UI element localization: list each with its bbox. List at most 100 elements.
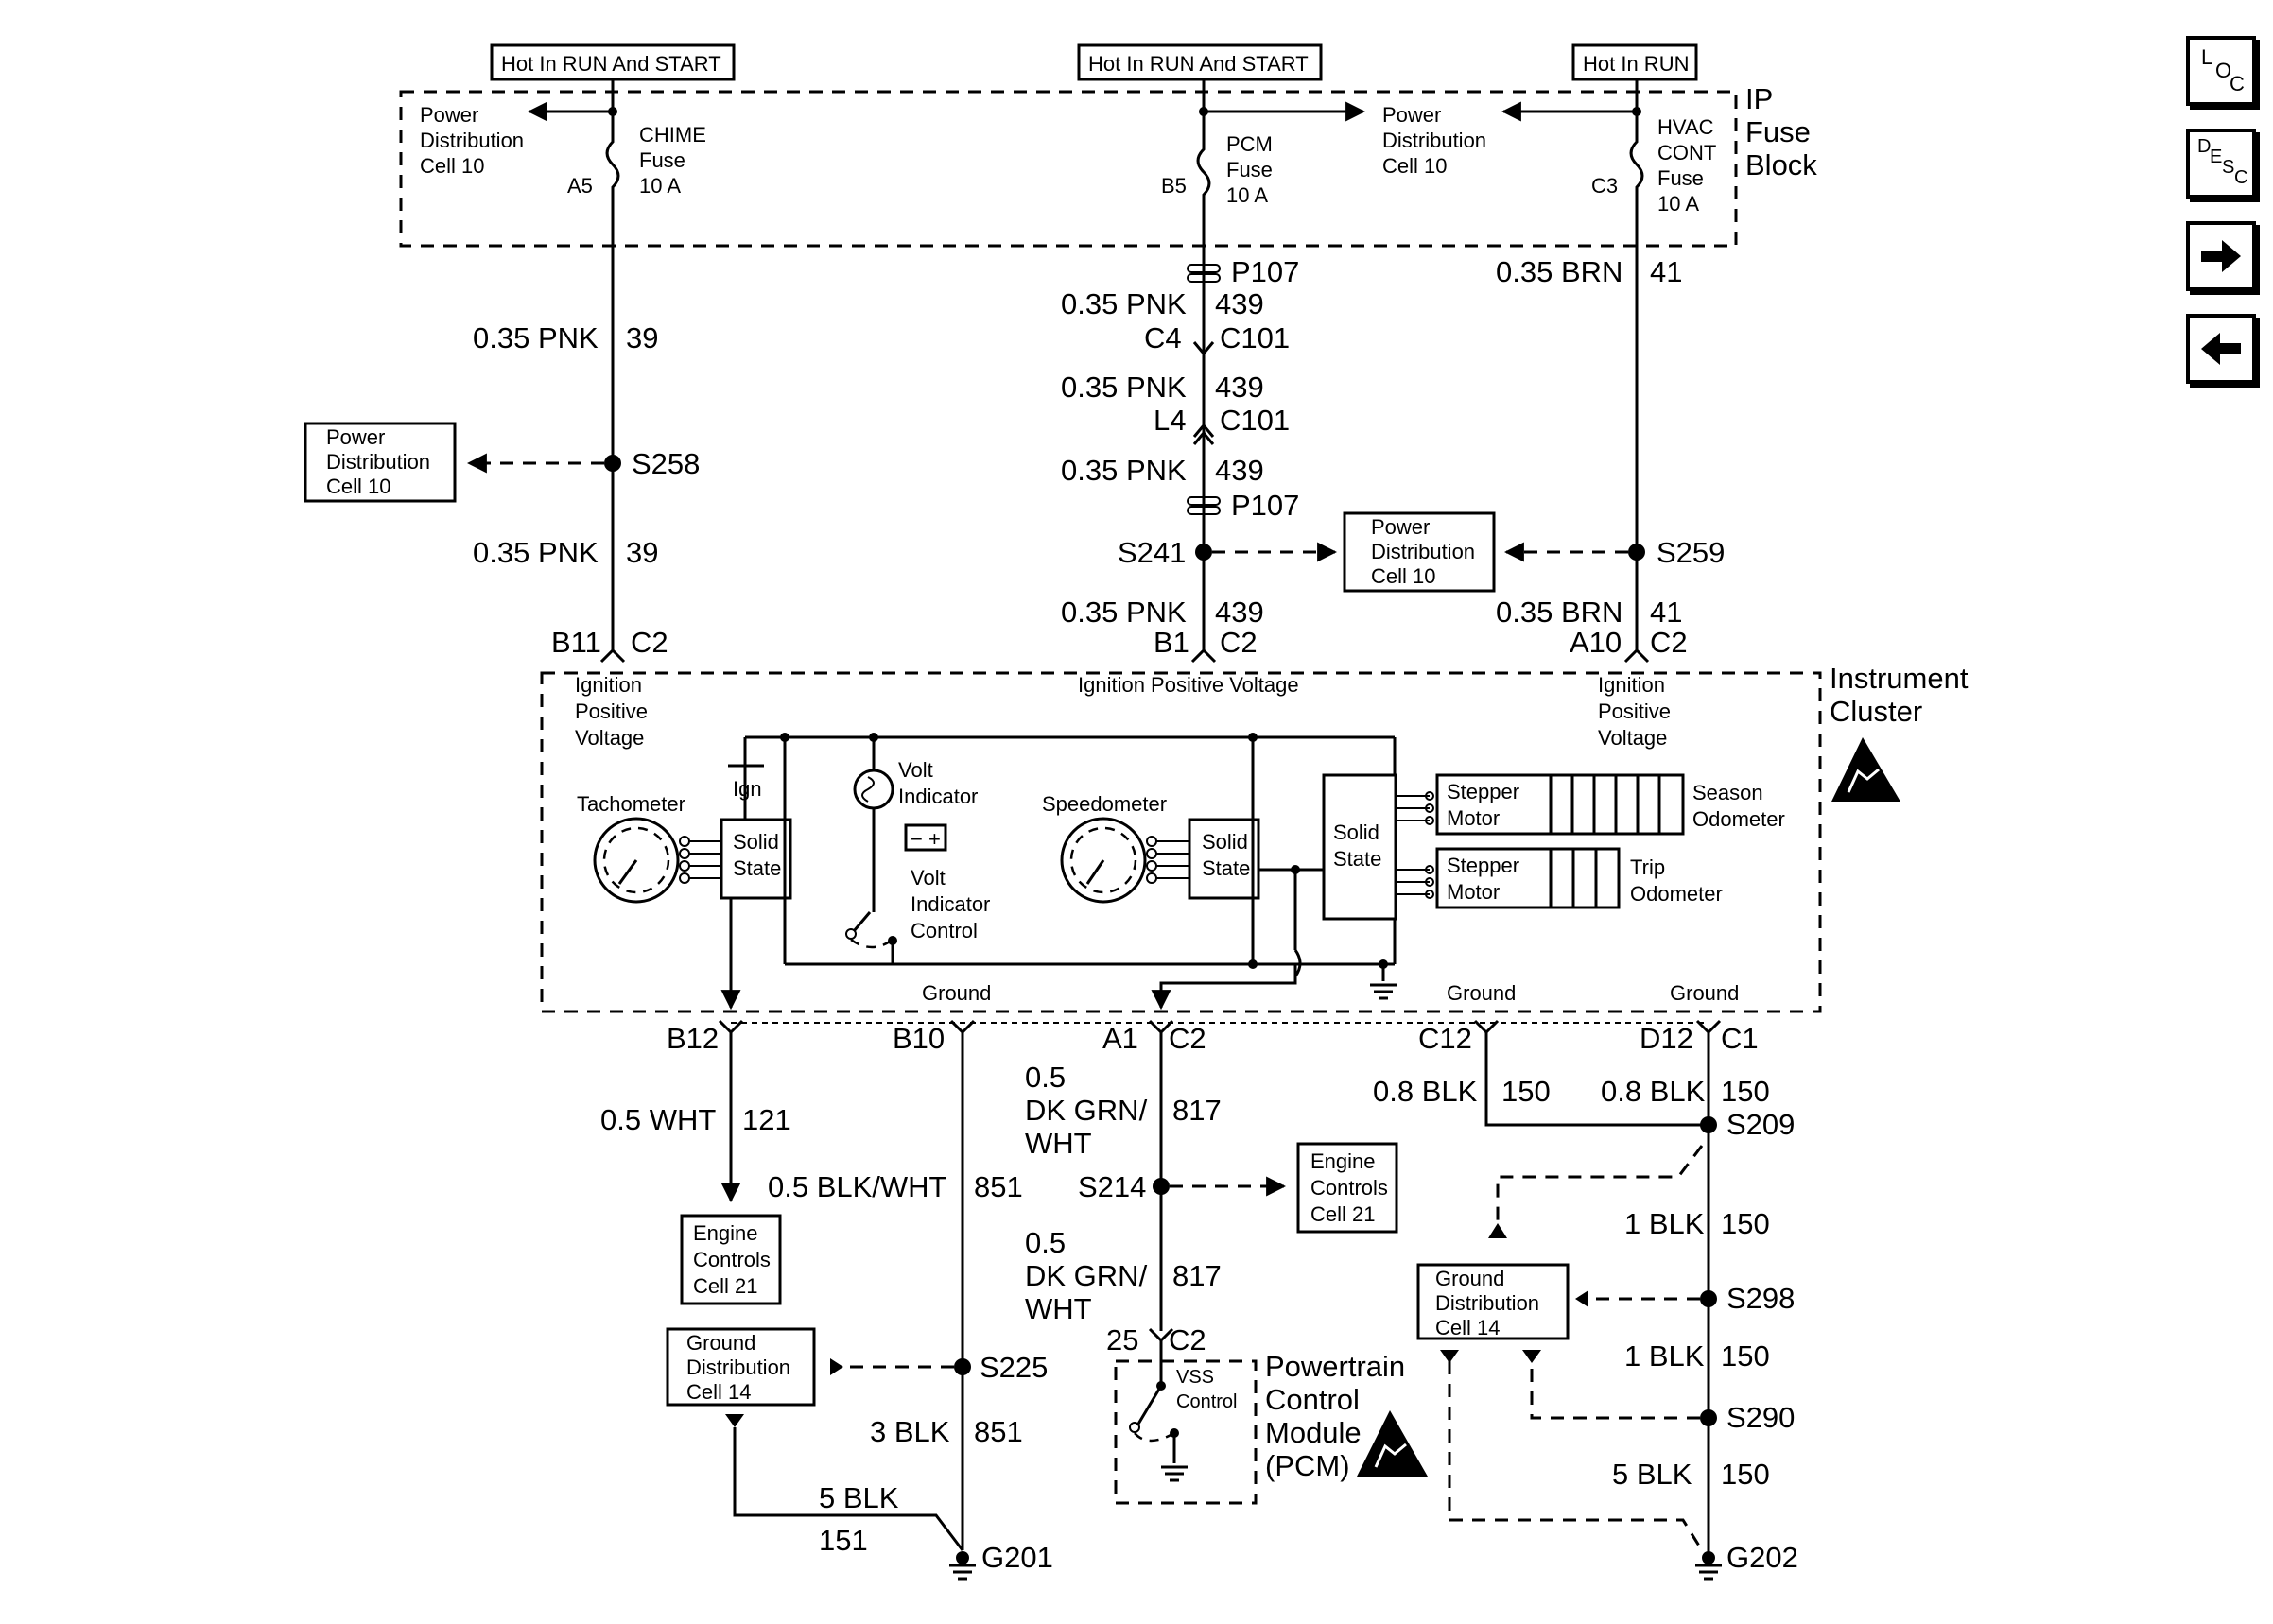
ground-symbol-icon — [1370, 983, 1397, 1000]
splice-s290 — [1700, 1409, 1717, 1426]
svg-text:A5: A5 — [567, 174, 593, 198]
arrow-right-icon — [2201, 240, 2241, 272]
svg-text:Volt: Volt — [898, 758, 933, 782]
ip-fuse-block-title: Block — [1745, 148, 1817, 181]
connector-label: C4 — [1144, 321, 1182, 354]
wire-color-label: 0.35 PNK — [473, 321, 599, 354]
wire-151 — [733, 1427, 964, 1551]
svg-text:Instrument: Instrument — [1830, 662, 1969, 695]
svg-text:Indicator: Indicator — [898, 785, 978, 808]
location-button[interactable]: L O C — [2186, 36, 2256, 106]
desc-glyph-s: S — [2222, 157, 2235, 178]
loc-glyph-l: L — [2201, 45, 2213, 69]
next-page-button[interactable] — [2186, 221, 2256, 291]
svg-text:Distribution: Distribution — [420, 129, 524, 152]
svg-text:Ground: Ground — [1435, 1267, 1504, 1290]
engine-controls-cell-left-box[interactable]: Engine Controls Cell 21 — [680, 1214, 782, 1305]
connector-label: C1 — [1721, 1022, 1759, 1055]
wire-color-label: 0.5 BLK/WHT — [768, 1170, 947, 1203]
svg-text:Ignition: Ignition — [575, 673, 642, 697]
svg-text:+: + — [928, 827, 941, 851]
pcm-fuse-label: PCM Fuse 10 A B5 — [1161, 132, 1273, 207]
speedometer-label: Speedometer — [1042, 792, 1167, 816]
circuit-number: 439 — [1215, 596, 1264, 629]
svg-text:0.5: 0.5 — [1025, 1061, 1066, 1094]
ip-fuse-block-box — [399, 90, 1738, 248]
wire-color-label: 0.8 BLK — [1373, 1075, 1478, 1108]
svg-text:State: State — [1202, 856, 1250, 880]
splice-label: S290 — [1726, 1401, 1795, 1434]
ground-label: Ground — [1670, 981, 1739, 1005]
svg-text:Distribution: Distribution — [1382, 129, 1486, 152]
connector-label: C2 — [631, 626, 668, 659]
wire-41 — [1629, 112, 1644, 652]
pcm-title: Powertrain Control Module (PCM) — [1265, 1350, 1405, 1482]
svg-text:Cell 21: Cell 21 — [1310, 1202, 1375, 1226]
esd-warning-icon — [1357, 1410, 1428, 1477]
desc-glyph-d: D — [2197, 136, 2212, 157]
svg-text:P107: P107 — [1231, 255, 1299, 288]
svg-text:Indicator: Indicator — [911, 892, 990, 916]
connector-label: B1 — [1154, 626, 1189, 659]
description-button[interactable]: D E S C — [2186, 129, 2256, 199]
wire-color-label: 5 BLK — [819, 1481, 899, 1514]
ground-dist-cell-right-box[interactable]: Ground Distribution Cell 14 — [1416, 1263, 1570, 1340]
connector-label: C2 — [1220, 626, 1258, 659]
ign-label: Ign — [733, 777, 762, 801]
circuit-number: 121 — [742, 1103, 791, 1136]
svg-text:Cell 10: Cell 10 — [1382, 154, 1447, 178]
volt-indicator-lamp-icon — [853, 766, 894, 912]
wire-color-label: 0.35 BRN — [1496, 596, 1622, 629]
power-dist-cell-left-box[interactable]: Power Distribution Cell 10 — [304, 422, 457, 503]
svg-text:WHT: WHT — [1025, 1292, 1092, 1325]
svg-text:Cell 21: Cell 21 — [693, 1274, 757, 1298]
engine-controls-cell-right-box[interactable]: Engine Controls Cell 21 — [1296, 1142, 1398, 1234]
splice-label: S225 — [980, 1351, 1048, 1384]
svg-text:Ground: Ground — [686, 1331, 755, 1355]
supply-label-text: Hot In RUN And START — [501, 52, 721, 76]
svg-text:DK GRN/: DK GRN/ — [1025, 1094, 1148, 1127]
ip-fuse-block-title: IP — [1745, 82, 1773, 115]
svg-text:Cell 14: Cell 14 — [1435, 1316, 1500, 1339]
svg-text:Engine: Engine — [1310, 1149, 1376, 1173]
chime-fuse-label: CHIME Fuse 10 A A5 — [567, 123, 706, 198]
circuit-number: 817 — [1172, 1094, 1222, 1127]
volt-indicator-switch — [845, 911, 897, 964]
wire-150-c12 — [1484, 1032, 1709, 1127]
svg-text:Ignition: Ignition — [1598, 673, 1665, 697]
solid-state-odometer: Solid State — [1322, 773, 1397, 921]
splice-s298 — [1700, 1290, 1717, 1307]
svg-text:Distribution: Distribution — [1435, 1291, 1539, 1315]
wire-color-label: 0.35 PNK — [1061, 454, 1187, 487]
svg-text:PCM: PCM — [1226, 132, 1273, 156]
svg-text:Power: Power — [326, 425, 385, 449]
tachometer-gauge-icon — [593, 817, 721, 904]
ground-label: Ground — [1447, 981, 1516, 1005]
splice-s258 — [604, 455, 621, 472]
connector-label: C2 — [1650, 626, 1688, 659]
svg-text:Power: Power — [420, 103, 478, 127]
connector-p107-top: P107 — [1187, 255, 1299, 288]
loc-glyph-c: C — [2230, 72, 2245, 95]
previous-page-button[interactable] — [2186, 314, 2256, 384]
supply-label-text: Hot In RUN — [1583, 52, 1689, 76]
power-dist-text-fuse-mid: Power Distribution Cell 10 — [1382, 103, 1486, 178]
splice-label: S298 — [1726, 1282, 1795, 1315]
wire-color-label: 5 BLK — [1612, 1458, 1692, 1491]
circuit-number: 439 — [1215, 287, 1264, 320]
stepper-motor-season: Stepper Motor — [1435, 773, 1685, 836]
wire-439 — [1196, 112, 1211, 652]
svg-text:DK GRN/: DK GRN/ — [1025, 1259, 1148, 1292]
svg-text:Powertrain: Powertrain — [1265, 1350, 1405, 1383]
svg-text:Fuse: Fuse — [1226, 158, 1273, 181]
circuit-number: 41 — [1650, 255, 1682, 288]
ground-dist-cell-left-box[interactable]: Ground Distribution Cell 14 — [666, 1327, 816, 1407]
circuit-number: 39 — [626, 536, 658, 569]
svg-text:Control: Control — [1265, 1383, 1360, 1416]
svg-text:State: State — [733, 856, 781, 880]
power-dist-cell-mid-box[interactable]: Power Distribution Cell 10 — [1343, 511, 1496, 593]
svg-text:Cell 10: Cell 10 — [1371, 564, 1435, 588]
circuit-number: 39 — [626, 321, 658, 354]
svg-text:Power: Power — [1371, 515, 1430, 539]
trip-odometer-label: Trip Odometer — [1630, 855, 1723, 906]
